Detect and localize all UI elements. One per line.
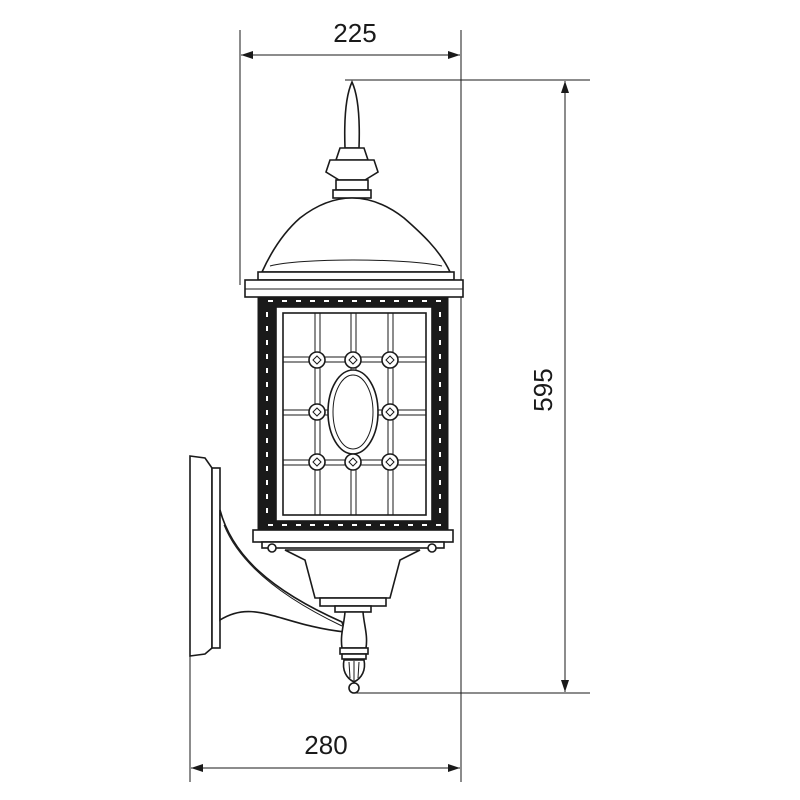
frame-rivet bbox=[296, 300, 301, 302]
frame-rivet bbox=[266, 326, 268, 331]
dimension-label-225: 225 bbox=[333, 18, 376, 48]
lead-medallion bbox=[381, 403, 399, 421]
frame-rivet bbox=[394, 300, 399, 302]
frame-rivet bbox=[436, 524, 441, 526]
frame-rivet bbox=[296, 524, 301, 526]
frame-rivet bbox=[439, 340, 441, 345]
frame-rivet bbox=[439, 452, 441, 457]
frame-rivet bbox=[266, 312, 268, 317]
frame-rivet bbox=[394, 524, 399, 526]
lead-medallion bbox=[381, 453, 399, 471]
lead-medallion bbox=[381, 351, 399, 369]
frame-rivet bbox=[268, 524, 273, 526]
frame-rivet bbox=[439, 508, 441, 513]
lead-medallion bbox=[344, 351, 362, 369]
frame-rivet bbox=[439, 494, 441, 499]
frame-rivet bbox=[266, 396, 268, 401]
frame-rivet bbox=[439, 466, 441, 471]
frame-rivet bbox=[439, 410, 441, 415]
frame-rivet bbox=[439, 480, 441, 485]
dimension-top-width: 225 bbox=[239, 18, 462, 782]
dimension-label-595: 595 bbox=[528, 368, 558, 411]
lead-medallion bbox=[308, 453, 326, 471]
lead-medallion bbox=[308, 351, 326, 369]
frame-rivet bbox=[338, 300, 343, 302]
frame-rivet bbox=[310, 524, 315, 526]
wall-arm bbox=[219, 509, 347, 633]
bottom-band bbox=[252, 529, 454, 543]
bottom-stem bbox=[340, 611, 368, 649]
frame-rivet bbox=[439, 396, 441, 401]
frame-rivet bbox=[439, 382, 441, 387]
frame-rivet bbox=[266, 466, 268, 471]
frame-rivet bbox=[439, 354, 441, 359]
frame-rivet bbox=[380, 524, 385, 526]
frame-rivet bbox=[366, 524, 371, 526]
frame-rivet bbox=[266, 368, 268, 373]
frame-rivet bbox=[352, 300, 357, 302]
top-finial bbox=[343, 80, 361, 149]
frame-rivet bbox=[266, 410, 268, 415]
bottom-cone bbox=[284, 549, 421, 599]
frame-rivet bbox=[268, 300, 273, 302]
frame-rivet bbox=[266, 354, 268, 359]
frame-rivet bbox=[324, 524, 329, 526]
frame-rivet bbox=[266, 494, 268, 499]
dimension-label-280: 280 bbox=[304, 730, 347, 760]
frame-rivet bbox=[439, 424, 441, 429]
frame-rivet bbox=[266, 424, 268, 429]
frame-rivet bbox=[436, 300, 441, 302]
lantern bbox=[189, 80, 464, 694]
frame-rivet bbox=[439, 312, 441, 317]
wall-plate bbox=[189, 455, 213, 657]
frame-rivet bbox=[422, 524, 427, 526]
frame-rivet bbox=[408, 524, 413, 526]
dome-roof bbox=[260, 197, 452, 273]
frame-rivet bbox=[282, 300, 287, 302]
lead-medallion bbox=[308, 403, 326, 421]
frame-rivet bbox=[266, 438, 268, 443]
frame-rivet bbox=[310, 300, 315, 302]
frame-rivet bbox=[408, 300, 413, 302]
frame-rivet bbox=[422, 300, 427, 302]
frame-rivet bbox=[266, 382, 268, 387]
frame-rivet bbox=[366, 300, 371, 302]
frame-rivet bbox=[266, 508, 268, 513]
lead-medallion bbox=[344, 453, 362, 471]
frame-rivet bbox=[338, 524, 343, 526]
frame-rivet bbox=[282, 524, 287, 526]
frame-rivet bbox=[439, 438, 441, 443]
frame-rivet bbox=[266, 452, 268, 457]
frame-rivet bbox=[352, 524, 357, 526]
frame-rivet bbox=[266, 340, 268, 345]
frame-rivet bbox=[439, 326, 441, 331]
frame-rivet bbox=[324, 300, 329, 302]
frame-rivet bbox=[380, 300, 385, 302]
frame-rivet bbox=[439, 368, 441, 373]
dimension-height: 595 bbox=[345, 79, 590, 694]
oval-medallion bbox=[327, 369, 379, 455]
frame-rivet bbox=[266, 480, 268, 485]
